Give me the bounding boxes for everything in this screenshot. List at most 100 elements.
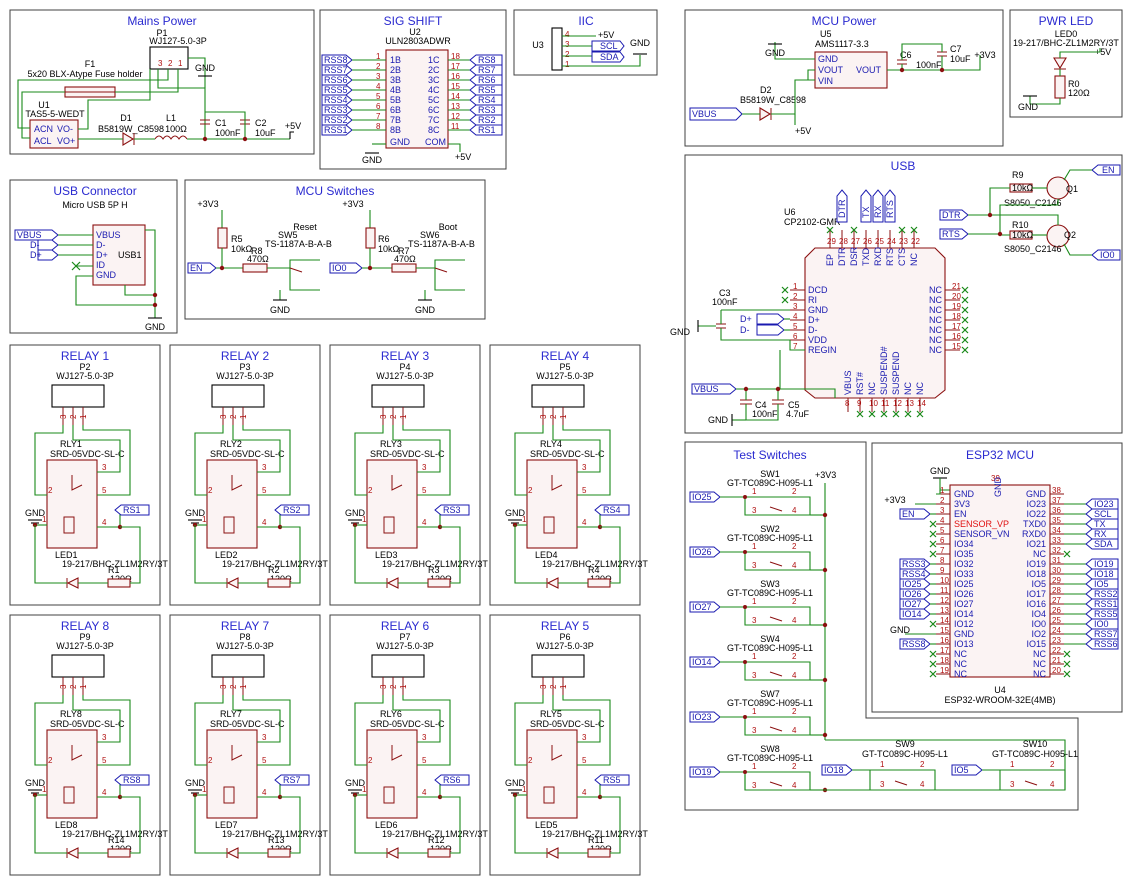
sw6-ref: SW6 xyxy=(420,230,440,240)
svg-text:1: 1 xyxy=(752,487,757,496)
relay-led-part-6: 19-217/BHC-ZL1M2RY/3T xyxy=(222,829,328,839)
test-switches-3v3-label: +3V3 xyxy=(815,470,836,480)
usb-gnd-label: GND xyxy=(145,322,166,332)
svg-text:2: 2 xyxy=(920,760,925,769)
u2-out-pin-num-5: 14 xyxy=(451,92,460,101)
esp-left-num-7: 7 xyxy=(940,546,945,555)
svg-text:2: 2 xyxy=(1050,760,1055,769)
usb-top-net-3-label: RX xyxy=(873,205,883,218)
q1-ref: Q1 xyxy=(1066,184,1078,194)
test-sw-bottom-ref-1: SW9 xyxy=(895,739,915,749)
svg-text:4: 4 xyxy=(792,726,797,735)
esp-left-pin-15: GND xyxy=(954,629,975,639)
pwr-led-sheet: PWR LED LED0 19-217/BHC-ZL1M2RY/3T +5V R… xyxy=(1009,9,1123,118)
sig-shift-frame xyxy=(319,9,507,170)
u6-top-pin-5: RXD xyxy=(873,246,883,266)
esp-left-net-16-label: RSS8 xyxy=(902,639,926,649)
u6-left-pin-5: D- xyxy=(808,325,818,335)
usb-top-net-2-port xyxy=(860,189,872,223)
esp-right-net-8-port xyxy=(1085,558,1119,570)
reset-label: Reset xyxy=(293,222,317,232)
sw5-part: TS-1187A-B-A-B xyxy=(265,239,332,249)
test-sw-bottom-net-2-port xyxy=(951,764,983,776)
svg-text:4: 4 xyxy=(1050,780,1055,789)
u6-bottom-pin-7: NC xyxy=(915,382,925,395)
u2-in-pin-6: 6B xyxy=(390,105,401,115)
test-sw-net-6-label: IO19 xyxy=(692,767,712,777)
relay-conn-ref-7: P7 xyxy=(399,632,410,642)
sig-out-7-label: RS2 xyxy=(478,115,496,125)
esp-right-num-14: 25 xyxy=(1052,616,1061,625)
esp-right-net-13-port xyxy=(1085,608,1119,620)
u2-out-pin-num-3: 16 xyxy=(451,72,460,81)
relay-gnd-1-label: GND xyxy=(25,508,46,518)
svg-text:2: 2 xyxy=(792,762,797,771)
relay-led-2 xyxy=(226,577,239,589)
relay-conn-part-3: WJ127-5.0-3P xyxy=(376,371,434,381)
esp-left-num-19: 19 xyxy=(940,666,949,675)
esp-left-num-10: 10 xyxy=(940,576,949,585)
esp-right-net-15-port xyxy=(1085,628,1119,640)
esp-left-net-16-port xyxy=(899,638,931,650)
c1-value: 100nF xyxy=(215,128,241,138)
esp-right-net-2-port xyxy=(1085,498,1119,510)
u6-bottom-pin-4: SUSPEND# xyxy=(879,346,889,395)
relay-led-3 xyxy=(386,577,399,589)
svg-text:1: 1 xyxy=(79,414,88,419)
svg-text:1: 1 xyxy=(522,515,527,524)
usb-dp-label: D+ xyxy=(740,314,752,324)
usb1-connector xyxy=(92,224,146,286)
relay-coil-5 xyxy=(46,729,98,819)
esp-right-num-12: 27 xyxy=(1052,596,1061,605)
usb-en-port xyxy=(1091,164,1121,176)
relay-gnd-5-label: GND xyxy=(25,778,46,788)
esp32-pin-39-label: GND xyxy=(993,477,1003,498)
usb1-pin-gnd: GND xyxy=(96,270,117,280)
esp32-title: ESP32 MCU xyxy=(966,448,1034,462)
esp-right-net-3-port xyxy=(1085,508,1119,520)
sig-in-6-label: RSS3 xyxy=(324,105,348,115)
esp-left-num-11: 11 xyxy=(940,586,949,595)
relay-led-ref-3: LED3 xyxy=(375,550,398,560)
esp-left-pin-4: SENSOR_VP xyxy=(954,519,1009,529)
relay-conn-part-2: WJ127-5.0-3P xyxy=(216,371,274,381)
relay-contact-7 xyxy=(391,745,403,761)
relay-res-ref-6: R13 xyxy=(268,835,285,845)
mcu-power-vbus-port xyxy=(689,107,743,121)
r6-value: 10kΩ xyxy=(378,244,400,254)
svg-text:1: 1 xyxy=(399,414,408,419)
esp-left-num-17: 17 xyxy=(940,646,949,655)
pwr-led-5v-label: +5V xyxy=(1095,47,1111,57)
u2-chip xyxy=(385,49,449,149)
sig-out-8-label: RS1 xyxy=(478,125,496,135)
esp-right-net-11-label: RSS2 xyxy=(1094,589,1118,599)
svg-text:4: 4 xyxy=(792,506,797,515)
svg-text:5: 5 xyxy=(262,756,267,765)
u6-bottom-pin-num-8: 8 xyxy=(845,399,850,408)
iic-5v-label: +5V xyxy=(598,30,614,40)
l1-value: 100Ω xyxy=(165,124,187,134)
usb-dp-port xyxy=(756,313,785,325)
sig-out-5-port xyxy=(469,94,503,106)
relay-coil-symbol-6 xyxy=(223,786,235,804)
usb-vbus-label: VBUS xyxy=(694,384,719,394)
u2-vcc-label: +5V xyxy=(455,152,471,162)
r7-value: 470Ω xyxy=(394,254,416,264)
svg-text:2: 2 xyxy=(368,756,373,765)
u6-bottom-pin-5: SUSPEND xyxy=(891,351,901,395)
u6-bottom-pin-2: RST# xyxy=(855,372,865,395)
test-sw-part-3: GT-TC089C-H095-L1 xyxy=(727,588,813,598)
relay-led-part-7: 19-217/BHC-ZL1M2RY/3T xyxy=(382,829,488,839)
esp-left-net-2: +3V3 xyxy=(884,495,905,505)
test-sw-net-4-label: IO14 xyxy=(692,657,712,667)
esp-right-pin-14: IO0 xyxy=(1031,619,1046,629)
relay-coil-7 xyxy=(366,729,418,819)
esp-left-pin-10: IO25 xyxy=(954,579,974,589)
relay-coil-1 xyxy=(46,459,98,549)
mcu-power-sheet: MCU Power U5 AMS1117-3.3 GND VOUT VIN VO… xyxy=(684,9,1004,147)
svg-text:2: 2 xyxy=(792,487,797,496)
relay-conn-part-4: WJ127-5.0-3P xyxy=(536,371,594,381)
u6-right-pin-num-16: 16 xyxy=(952,332,961,341)
relay-ref-2: RLY2 xyxy=(220,439,242,449)
